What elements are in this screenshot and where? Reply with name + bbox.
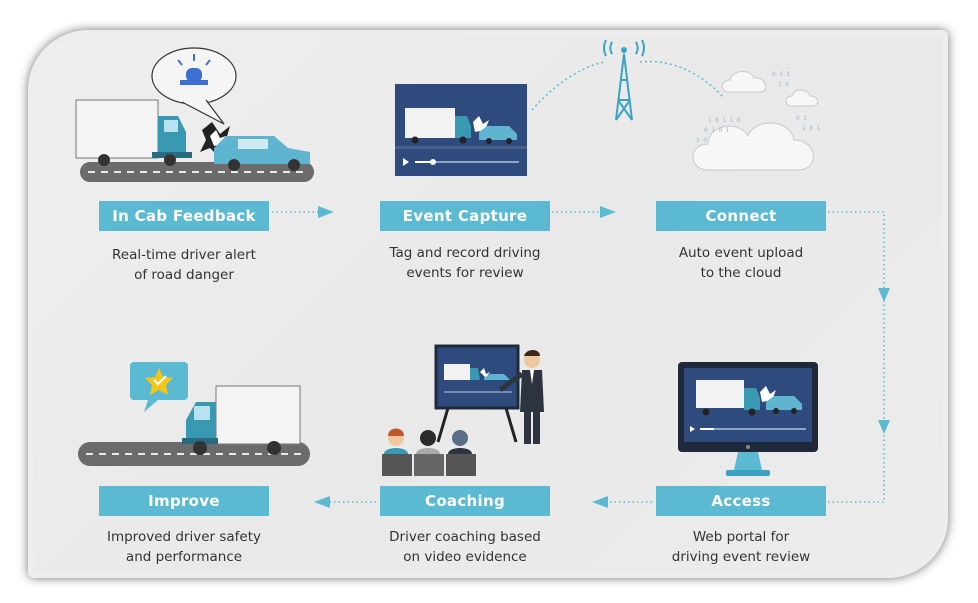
step-banner-event-capture: Event Capture xyxy=(380,201,550,231)
svg-text:0 1: 0 1 xyxy=(796,115,807,122)
monitor-icon xyxy=(678,362,818,476)
arrow-left-icon xyxy=(314,496,330,508)
step-title: Access xyxy=(711,492,771,510)
step-banner-improve: Improve xyxy=(99,486,269,516)
arrow-down-icon xyxy=(878,420,890,434)
step-title: Event Capture xyxy=(402,207,528,225)
step-title: Improve xyxy=(148,492,220,510)
step-banner-in-cab-feedback: In Cab Feedback xyxy=(99,201,269,231)
step-description-in-cab-feedback: Real-time driver alert of road danger xyxy=(112,247,256,283)
step-description-event-capture: Tag and record driving events for review xyxy=(389,245,541,281)
arrow-right-icon xyxy=(600,206,616,218)
arrow-right-icon xyxy=(318,206,334,218)
step-banner-connect: Connect xyxy=(656,201,826,231)
siren-truck-crash-icon xyxy=(75,47,314,182)
step-title: In Cab Feedback xyxy=(112,207,256,225)
step-description-improve: Improved driver safety and performance xyxy=(106,529,262,565)
svg-text:1 0 1: 1 0 1 xyxy=(802,125,820,132)
svg-text:0 1 1: 0 1 1 xyxy=(772,71,790,78)
arrow-down-icon xyxy=(878,288,890,302)
step-title: Connect xyxy=(705,207,777,225)
step-banner-access: Access xyxy=(656,486,826,516)
svg-text:1 0: 1 0 xyxy=(696,137,707,144)
svg-text:0 1 0 1: 0 1 0 1 xyxy=(704,127,730,134)
step-description-coaching: Driver coaching based on video evidence xyxy=(389,529,541,565)
step-description-connect: Auto event upload to the cloud xyxy=(678,245,804,281)
svg-text:1 0 1 1 0: 1 0 1 1 0 xyxy=(708,117,741,124)
svg-text:1 0: 1 0 xyxy=(778,81,789,88)
step-banner-coaching: Coaching xyxy=(380,486,550,516)
star-truck-icon xyxy=(78,362,310,466)
video-player-icon xyxy=(395,84,527,176)
step-description-access: Web portal for driving event review xyxy=(671,529,811,565)
cloud-tower-icon: 1 0 1 1 0 0 1 0 1 0 1 1 1 0 0 1 1 0 1 1 0 xyxy=(531,40,820,171)
presentation-icon xyxy=(382,344,544,476)
step-title: Coaching xyxy=(425,492,505,510)
arrow-left-icon xyxy=(592,496,608,508)
